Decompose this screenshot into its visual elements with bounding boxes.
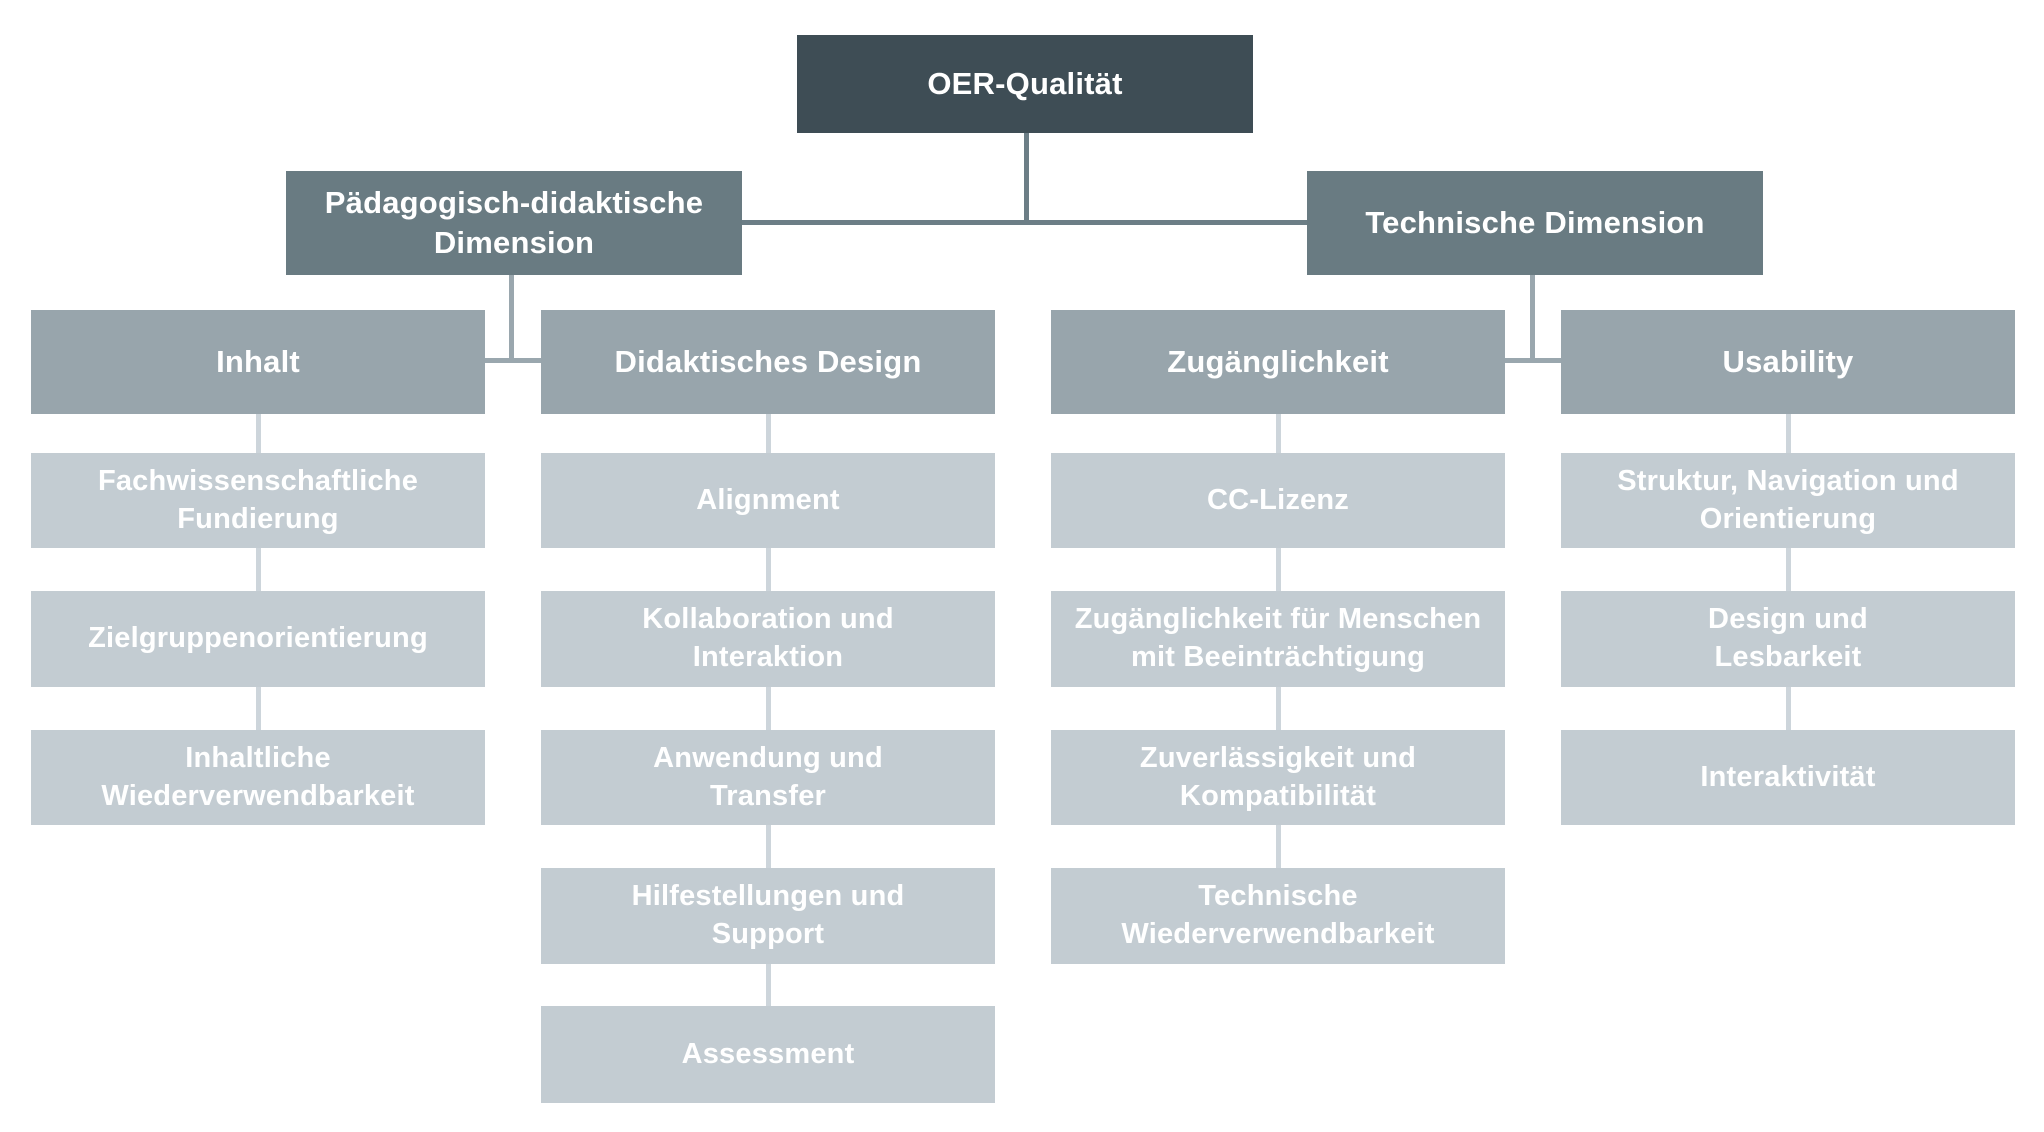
connector-dim-right-vertical [1530,275,1535,363]
connector-col3-seg2 [1276,548,1281,591]
node-paedagogisch-didaktische-dimension: Pädagogisch-didaktische Dimension [286,171,742,275]
node-inhalt: Inhalt [31,310,485,414]
node-design-und-lesbarkeit: Design und Lesbarkeit [1561,591,2015,687]
connector-col1-seg1 [256,414,261,453]
connector-col2-seg2 [766,548,771,591]
node-zuverlaessigkeit-und-kompatibilitaet: Zuverlässigkeit und Kompatibilität [1051,730,1505,825]
connector-col4-seg2 [1786,548,1791,591]
node-interaktivitaet: Interaktivität [1561,730,2015,825]
connector-col2-seg1 [766,414,771,453]
connector-root-vertical [1024,133,1029,223]
connector-col2-seg4 [766,825,771,868]
connector-col2-seg3 [766,687,771,730]
node-anwendung-und-transfer: Anwendung und Transfer [541,730,995,825]
node-didaktisches-design: Didaktisches Design [541,310,995,414]
node-alignment: Alignment [541,453,995,548]
connector-col1-seg3 [256,687,261,730]
connector-col4-seg1 [1786,414,1791,453]
node-struktur-navigation-orientierung: Struktur, Navigation und Orientierung [1561,453,2015,548]
connector-col2-seg5 [766,964,771,1006]
node-technische-wiederverwendbarkeit: Technische Wiederverwendbarkeit [1051,868,1505,964]
node-usability: Usability [1561,310,2015,414]
node-hilfestellungen-und-support: Hilfestellungen und Support [541,868,995,964]
node-inhaltliche-wiederverwendbarkeit: Inhaltliche Wiederverwendbarkeit [31,730,485,825]
connector-dim-right-horizontal [1505,358,1561,363]
node-fachwissenschaftliche-fundierung: Fachwissenschaftliche Fundierung [31,453,485,548]
connector-root-horizontal [742,220,1307,225]
node-technische-dimension: Technische Dimension [1307,171,1763,275]
node-assessment: Assessment [541,1006,995,1103]
node-zugaenglichkeit: Zugänglichkeit [1051,310,1505,414]
node-zugaenglichkeit-fuer-menschen: Zugänglichkeit für Menschen mit Beeinträ… [1051,591,1505,687]
connector-col3-seg3 [1276,687,1281,730]
connector-col3-seg1 [1276,414,1281,453]
node-cc-lizenz: CC-Lizenz [1051,453,1505,548]
connector-col1-seg2 [256,548,261,591]
node-kollaboration-und-interaktion: Kollaboration und Interaktion [541,591,995,687]
connector-col4-seg3 [1786,687,1791,730]
connector-col3-seg4 [1276,825,1281,868]
node-oer-qualitaet: OER-Qualität [797,35,1253,133]
connector-dim-left-vertical [509,275,514,363]
connector-dim-left-horizontal [485,358,541,363]
node-zielgruppenorientierung: Zielgruppenorientierung [31,591,485,687]
